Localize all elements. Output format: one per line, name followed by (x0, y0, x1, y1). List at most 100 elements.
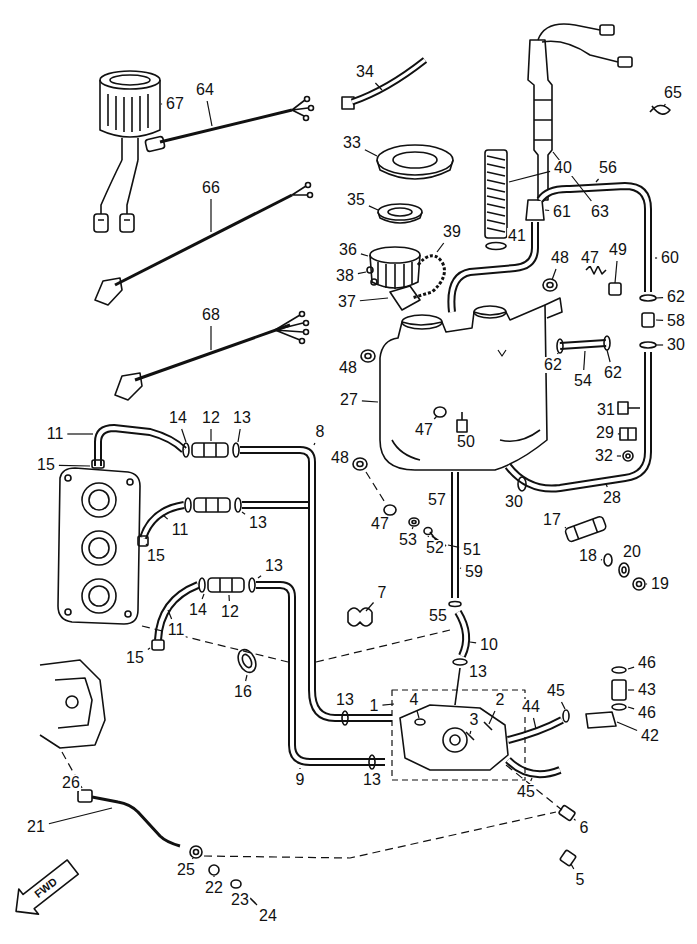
hose (242, 503, 308, 507)
sender-tube (487, 188, 505, 192)
wire-harness (306, 183, 311, 188)
screw (623, 451, 633, 461)
leader-line (571, 864, 574, 869)
callout-number: 56 (598, 160, 618, 176)
leader-line (562, 702, 566, 709)
oil-pipe (78, 790, 256, 904)
fitting (434, 200, 621, 432)
valve-assembly (637, 582, 642, 587)
fitting (612, 667, 626, 673)
hose (451, 222, 535, 312)
callout-number: 37 (337, 294, 357, 310)
sender-tube (486, 243, 506, 250)
hose-clamp (185, 498, 191, 512)
leader-line (656, 297, 663, 299)
check-valve (220, 578, 232, 592)
wire-harness (304, 330, 309, 335)
sender-tube (485, 150, 507, 250)
cylinder-block (125, 611, 131, 617)
cylinder-block (89, 538, 109, 558)
leader-line (366, 603, 374, 611)
callout-number: 64 (195, 82, 215, 98)
leader-line (210, 326, 211, 350)
leader-line (628, 707, 634, 709)
leader-line (361, 356, 362, 358)
callout-number: 48 (338, 360, 358, 376)
callout-number: 20 (622, 544, 642, 560)
callout-number: 41 (507, 228, 527, 244)
leader-line (664, 104, 665, 106)
filler-cap (371, 279, 377, 285)
leader-line (565, 527, 566, 529)
screw (618, 402, 640, 461)
callout-number: 11 (46, 426, 65, 442)
oil-level-gauge (108, 94, 148, 132)
callout-number: 51 (462, 542, 482, 558)
cylinder-block (58, 468, 140, 624)
hose-clamp (249, 578, 255, 592)
valve-assembly (619, 563, 629, 577)
cylinder-block (82, 579, 116, 613)
leader-line (656, 319, 663, 321)
oil-pump (392, 668, 525, 780)
callout-number: 34 (355, 64, 375, 80)
leader-line (256, 904, 257, 905)
callout-number: 11 (167, 622, 186, 638)
wire-harness (115, 195, 292, 285)
callout-number: 7 (377, 585, 388, 601)
callout-number: 31 (596, 402, 616, 418)
strap (342, 60, 425, 109)
direction-arrow (6, 854, 82, 924)
valve-assembly (633, 578, 645, 590)
leader-line (148, 648, 150, 649)
callout-number: 65 (663, 85, 683, 101)
wire-harness (115, 312, 309, 401)
leader-line (246, 675, 247, 681)
callout-number: 24 (258, 908, 278, 924)
leader-line (628, 689, 634, 690)
leader-line (437, 243, 444, 252)
sender-tube (487, 196, 505, 200)
hose-clamp (640, 342, 656, 348)
leader-line (596, 179, 599, 182)
oil-pipe (190, 846, 202, 858)
callout-number: 27 (339, 392, 359, 408)
callout-number: 68 (201, 307, 221, 323)
leader-line (553, 152, 591, 201)
hose (451, 472, 459, 598)
guide-line (366, 472, 386, 504)
hose (508, 760, 560, 774)
oil-pipe (92, 797, 180, 846)
crankcase (66, 696, 78, 708)
leader-line (617, 722, 637, 731)
leader-line (412, 527, 414, 529)
guide-line (62, 472, 562, 858)
oil-pipe (78, 790, 92, 802)
leader-line (545, 209, 549, 211)
tank-cap (377, 145, 453, 175)
fitting (609, 283, 621, 295)
leader-line (210, 199, 211, 232)
callout-number: 25 (176, 862, 196, 878)
callout-number: 39 (442, 224, 462, 240)
callout-number: 67 (165, 96, 185, 112)
valve-assembly (622, 567, 626, 573)
leader-line (369, 206, 378, 210)
callout-number: 13 (335, 692, 355, 708)
callout-number: 8 (315, 424, 326, 440)
hose-clamp (369, 755, 375, 769)
screw (620, 428, 636, 440)
valve-assembly (564, 516, 606, 543)
direction-label: FWD (32, 875, 60, 900)
check-valve (206, 498, 218, 512)
leader-line (299, 768, 300, 769)
crankcase (55, 678, 92, 728)
sender-tube (487, 172, 505, 176)
leader-line (238, 429, 240, 442)
leader-line (213, 876, 214, 877)
callout-number: 13 (362, 772, 382, 788)
grommet (353, 458, 367, 470)
guide-line (506, 765, 562, 810)
tank-cap (377, 160, 453, 179)
leader-line (163, 515, 168, 519)
